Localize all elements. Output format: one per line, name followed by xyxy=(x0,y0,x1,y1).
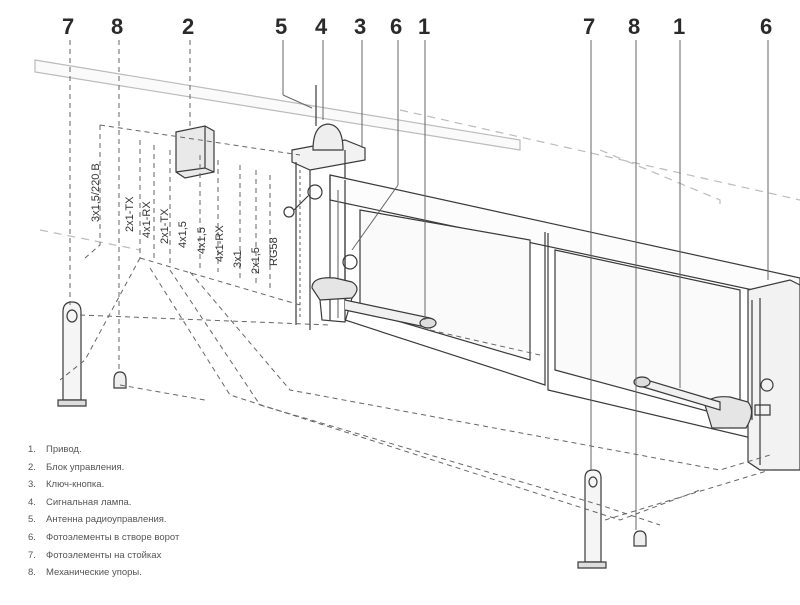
callout-8-left: 8 xyxy=(111,14,124,39)
legend-item: 7.Фотоэлементы на стойках xyxy=(28,549,162,561)
ground-rail-top xyxy=(34,59,521,151)
cable-label-w8: 2x1,5 xyxy=(250,247,262,274)
callout-7-left: 7 xyxy=(62,14,75,39)
mechanical-stop-left xyxy=(113,371,127,389)
control-box xyxy=(175,125,215,179)
cable-label-w9: RG58 xyxy=(268,237,280,266)
cable-label-w4: 4x1,5 xyxy=(177,221,189,248)
callout-3: 3 xyxy=(354,14,367,39)
cable-label-w6: 4x1-RX xyxy=(214,225,226,262)
ground-rail-mid xyxy=(399,109,800,201)
callout-7-right: 7 xyxy=(583,14,596,39)
cable-label-power: 3x1,5/220 B xyxy=(90,163,102,222)
drive-motor-left xyxy=(311,254,437,329)
warning-lamp xyxy=(312,85,344,151)
callout-1-right: 1 xyxy=(673,14,686,39)
cable-runs xyxy=(59,40,771,530)
photocell-column-left xyxy=(57,301,87,407)
legend-item: 3.Ключ-кнопка. xyxy=(28,479,105,491)
callout-5: 5 xyxy=(275,14,288,39)
legend-item: 8.Механические упоры. xyxy=(28,567,142,579)
cable-label-w7: 3x1 xyxy=(232,250,244,268)
legend-list: 1.Привод. 2.Блок управления. 3.Ключ-кноп… xyxy=(28,441,179,582)
cable-label-w5: 4x1,5 xyxy=(196,227,208,254)
cable-label-w2: 4x1-RX xyxy=(141,201,153,238)
photocell-column-right xyxy=(577,469,607,569)
callout-6-right: 6 xyxy=(760,14,773,39)
drive-motor-right xyxy=(633,376,771,429)
legend-item: 6.Фотоэлементы в створе ворот xyxy=(28,531,180,543)
callout-1-left: 1 xyxy=(418,14,431,39)
callout-6-left: 6 xyxy=(390,14,403,39)
legend-item: 5.Антенна радиоуправления. xyxy=(28,514,167,526)
ground-rail-low xyxy=(39,229,141,251)
callout-8-right: 8 xyxy=(628,14,641,39)
legend-item: 2.Блок управления. xyxy=(28,461,125,473)
legend-item: 4.Сигнальная лампа. xyxy=(28,496,132,508)
cable-label-w1: 2x1-TX xyxy=(124,196,136,232)
callout-4: 4 xyxy=(315,14,328,39)
ground-rail-mid2 xyxy=(599,149,721,210)
right-gate-post xyxy=(747,279,800,471)
mechanical-stop-right xyxy=(633,530,647,547)
callout-2: 2 xyxy=(182,14,195,39)
key-switch xyxy=(283,184,323,218)
cable-label-w3: 2x1-TX xyxy=(159,208,171,244)
legend-item: 1.Привод. xyxy=(28,444,82,455)
